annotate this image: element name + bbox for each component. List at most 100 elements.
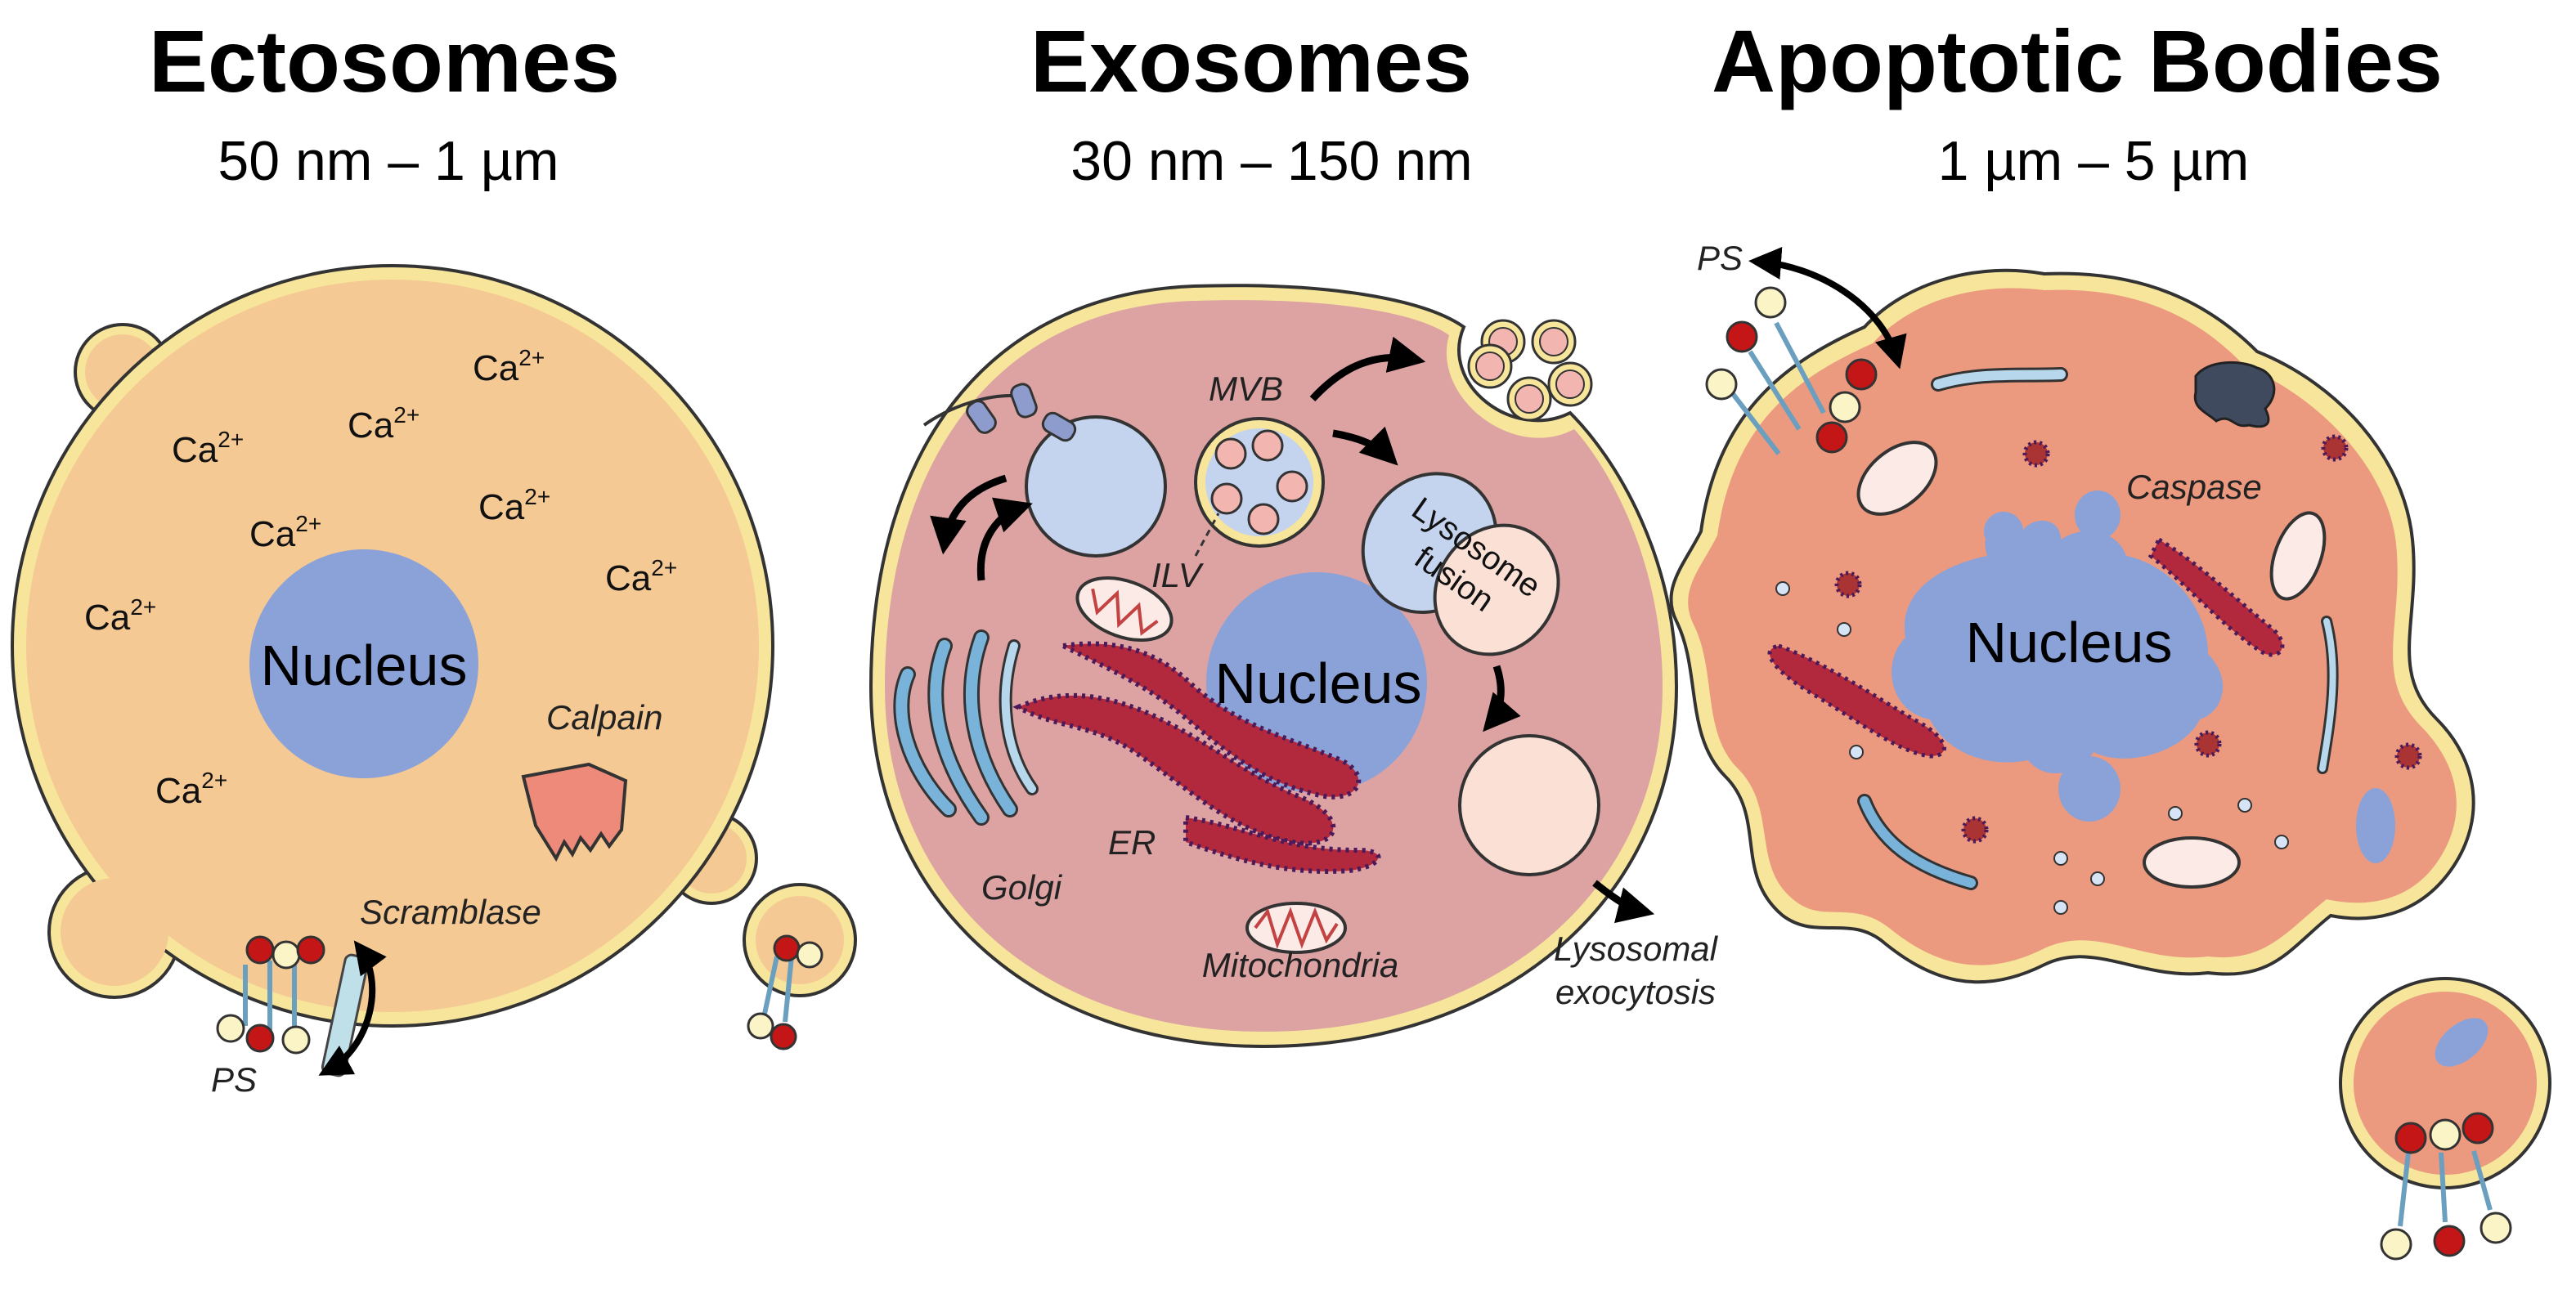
exosomes-title: Exosomes xyxy=(1030,11,1472,110)
calcium-ion: Ca2+ xyxy=(84,594,156,638)
exosome-vesicle-core xyxy=(1475,352,1505,381)
ectosomes-title: Ectosomes xyxy=(149,11,620,110)
scramblase-label: Scramblase xyxy=(360,893,541,931)
membrane-receptor xyxy=(1010,383,1038,419)
exosome-cell: Nucleus MVB ILV xyxy=(868,284,1719,1049)
intraluminal-vesicle xyxy=(1276,470,1308,503)
intraluminal-vesicle xyxy=(1247,503,1280,535)
er-fragment xyxy=(1767,643,1946,759)
released-apoptotic-body xyxy=(2339,977,2551,1261)
ectosome-ps-label: PS xyxy=(211,1060,257,1099)
exosomes-size: 30 nm – 150 nm xyxy=(1070,130,1472,192)
ps-lipid-head xyxy=(1726,320,1758,353)
apoptotic-bodies-size: 1 µm – 5 µm xyxy=(1938,130,2250,192)
bleb-cytoplasm xyxy=(61,878,168,986)
recycling-arrow xyxy=(930,474,1008,555)
apoptotic-granule xyxy=(2022,440,2050,468)
mitochondrion xyxy=(2269,511,2327,601)
lipid-tail xyxy=(2471,1150,2493,1211)
small-vesicle xyxy=(2053,900,2068,915)
ps-lipid-head xyxy=(1845,358,1878,391)
lipid-head xyxy=(2429,1118,2462,1151)
multivesicular-body: MVB ILV xyxy=(1151,336,1426,594)
intraluminal-vesicle xyxy=(1214,437,1247,470)
lipid-tail xyxy=(783,956,794,1023)
ps-lipid-head xyxy=(773,934,801,962)
lipid-tail xyxy=(762,956,779,1015)
caspase-enzyme xyxy=(2193,361,2276,428)
intraluminal-vesicle xyxy=(1210,482,1243,515)
golgi-fragment-fill xyxy=(1860,796,1976,888)
apoptotic-granule xyxy=(1961,816,1989,844)
vesicle-clusters xyxy=(1775,434,2422,915)
apoptotic-granule xyxy=(2321,434,2349,462)
er-sheet xyxy=(1183,814,1381,874)
golgi-label: Golgi xyxy=(981,868,1063,907)
ectosome-nucleus xyxy=(249,549,478,778)
released-exosomes xyxy=(1467,319,1593,422)
apoptotic-granule xyxy=(2194,730,2222,758)
small-vesicle xyxy=(1849,745,1864,759)
nuclear-fragment xyxy=(2058,756,2120,822)
ectosome-vesicle-lumen xyxy=(756,896,844,984)
early-endosome xyxy=(930,383,1167,581)
apoptotic-granule xyxy=(2394,742,2422,770)
nuclear-fragment xyxy=(1984,512,2023,551)
golgi-fragment-fill xyxy=(1933,370,2066,389)
golgi-apparatus: Golgi xyxy=(893,629,1063,907)
ps-lipid-head xyxy=(2462,1112,2494,1144)
panel-titles: Ectosomes 50 nm – 1 µm Exosomes 30 nm – … xyxy=(149,11,2443,192)
ps-exposure-site: PS xyxy=(1697,239,1907,455)
apoptotic-ps-label: PS xyxy=(1697,239,1743,277)
lipid-head xyxy=(796,941,824,969)
calcium-ion: Ca2+ xyxy=(473,345,545,388)
mitochondrion xyxy=(2143,836,2241,889)
ps-lipid-head xyxy=(245,935,275,965)
lipid-tail xyxy=(2398,1152,2411,1227)
small-vesicle xyxy=(2053,851,2068,866)
ps-flip-arrow xyxy=(1748,247,1907,370)
lipid-head xyxy=(272,940,301,970)
membrane-receptor xyxy=(1041,411,1077,442)
endosome-vesicle xyxy=(1025,415,1167,558)
apoptotic-granule xyxy=(1834,571,1862,598)
membrane-receptor xyxy=(966,400,997,434)
mitochondrion: Mitochondria xyxy=(1202,902,1398,984)
ectosomes-size: 50 nm – 1 µm xyxy=(218,130,559,192)
golgi-cisterna-fill xyxy=(1001,642,1036,793)
small-vesicle xyxy=(1775,581,1790,596)
ectosome-cell: Nucleus Ca2+ Ca2+ Ca2+ Ca2+ Ca2+ Ca2+ Ca… xyxy=(11,264,857,1099)
ps-lipid-head xyxy=(2394,1122,2427,1154)
mitochondrion-cristae xyxy=(1091,588,1159,636)
er-label: ER xyxy=(1108,823,1156,862)
endocytosis-arrow xyxy=(976,497,1033,581)
ps-flip-site: PS xyxy=(211,935,387,1099)
lipid-head xyxy=(281,1025,311,1055)
mitochondria-label: Mitochondria xyxy=(1202,946,1398,984)
exosome-nucleus-label: Nucleus xyxy=(1215,652,1422,715)
small-vesicle xyxy=(2237,798,2252,813)
mvb-secretion-arrow xyxy=(1309,336,1426,402)
small-vesicle xyxy=(2168,806,2183,821)
mitochondrion xyxy=(1856,441,1938,516)
er-fragment xyxy=(2147,536,2285,657)
lipid-head xyxy=(747,1012,774,1040)
endoplasmic-reticulum: ER xyxy=(1012,641,1381,874)
lipid-head xyxy=(1829,391,1861,423)
secretory-lysosome xyxy=(1458,734,1600,876)
calcium-ion: Ca2+ xyxy=(605,555,677,598)
caspase-label: Caspase xyxy=(2126,468,2262,506)
nuclear-fragment xyxy=(2435,1018,2488,1067)
calcium-ions: Ca2+ Ca2+ Ca2+ Ca2+ Ca2+ Ca2+ Ca2+ Ca2+ xyxy=(84,345,677,811)
exosome-vesicle-core xyxy=(1555,370,1585,399)
calcium-ion: Ca2+ xyxy=(249,511,321,554)
intraluminal-vesicle xyxy=(1251,429,1284,462)
calpain-label: Calpain xyxy=(546,698,662,737)
ps-flip-arrow xyxy=(318,940,387,1076)
ps-lipid-head xyxy=(770,1023,797,1050)
ilv-label: ILV xyxy=(1151,556,1205,594)
er-sheet xyxy=(1055,641,1362,800)
lysosome-fusion: Lysosome fusion xyxy=(1361,472,1560,656)
to-lysosome-arrow xyxy=(1483,665,1521,732)
